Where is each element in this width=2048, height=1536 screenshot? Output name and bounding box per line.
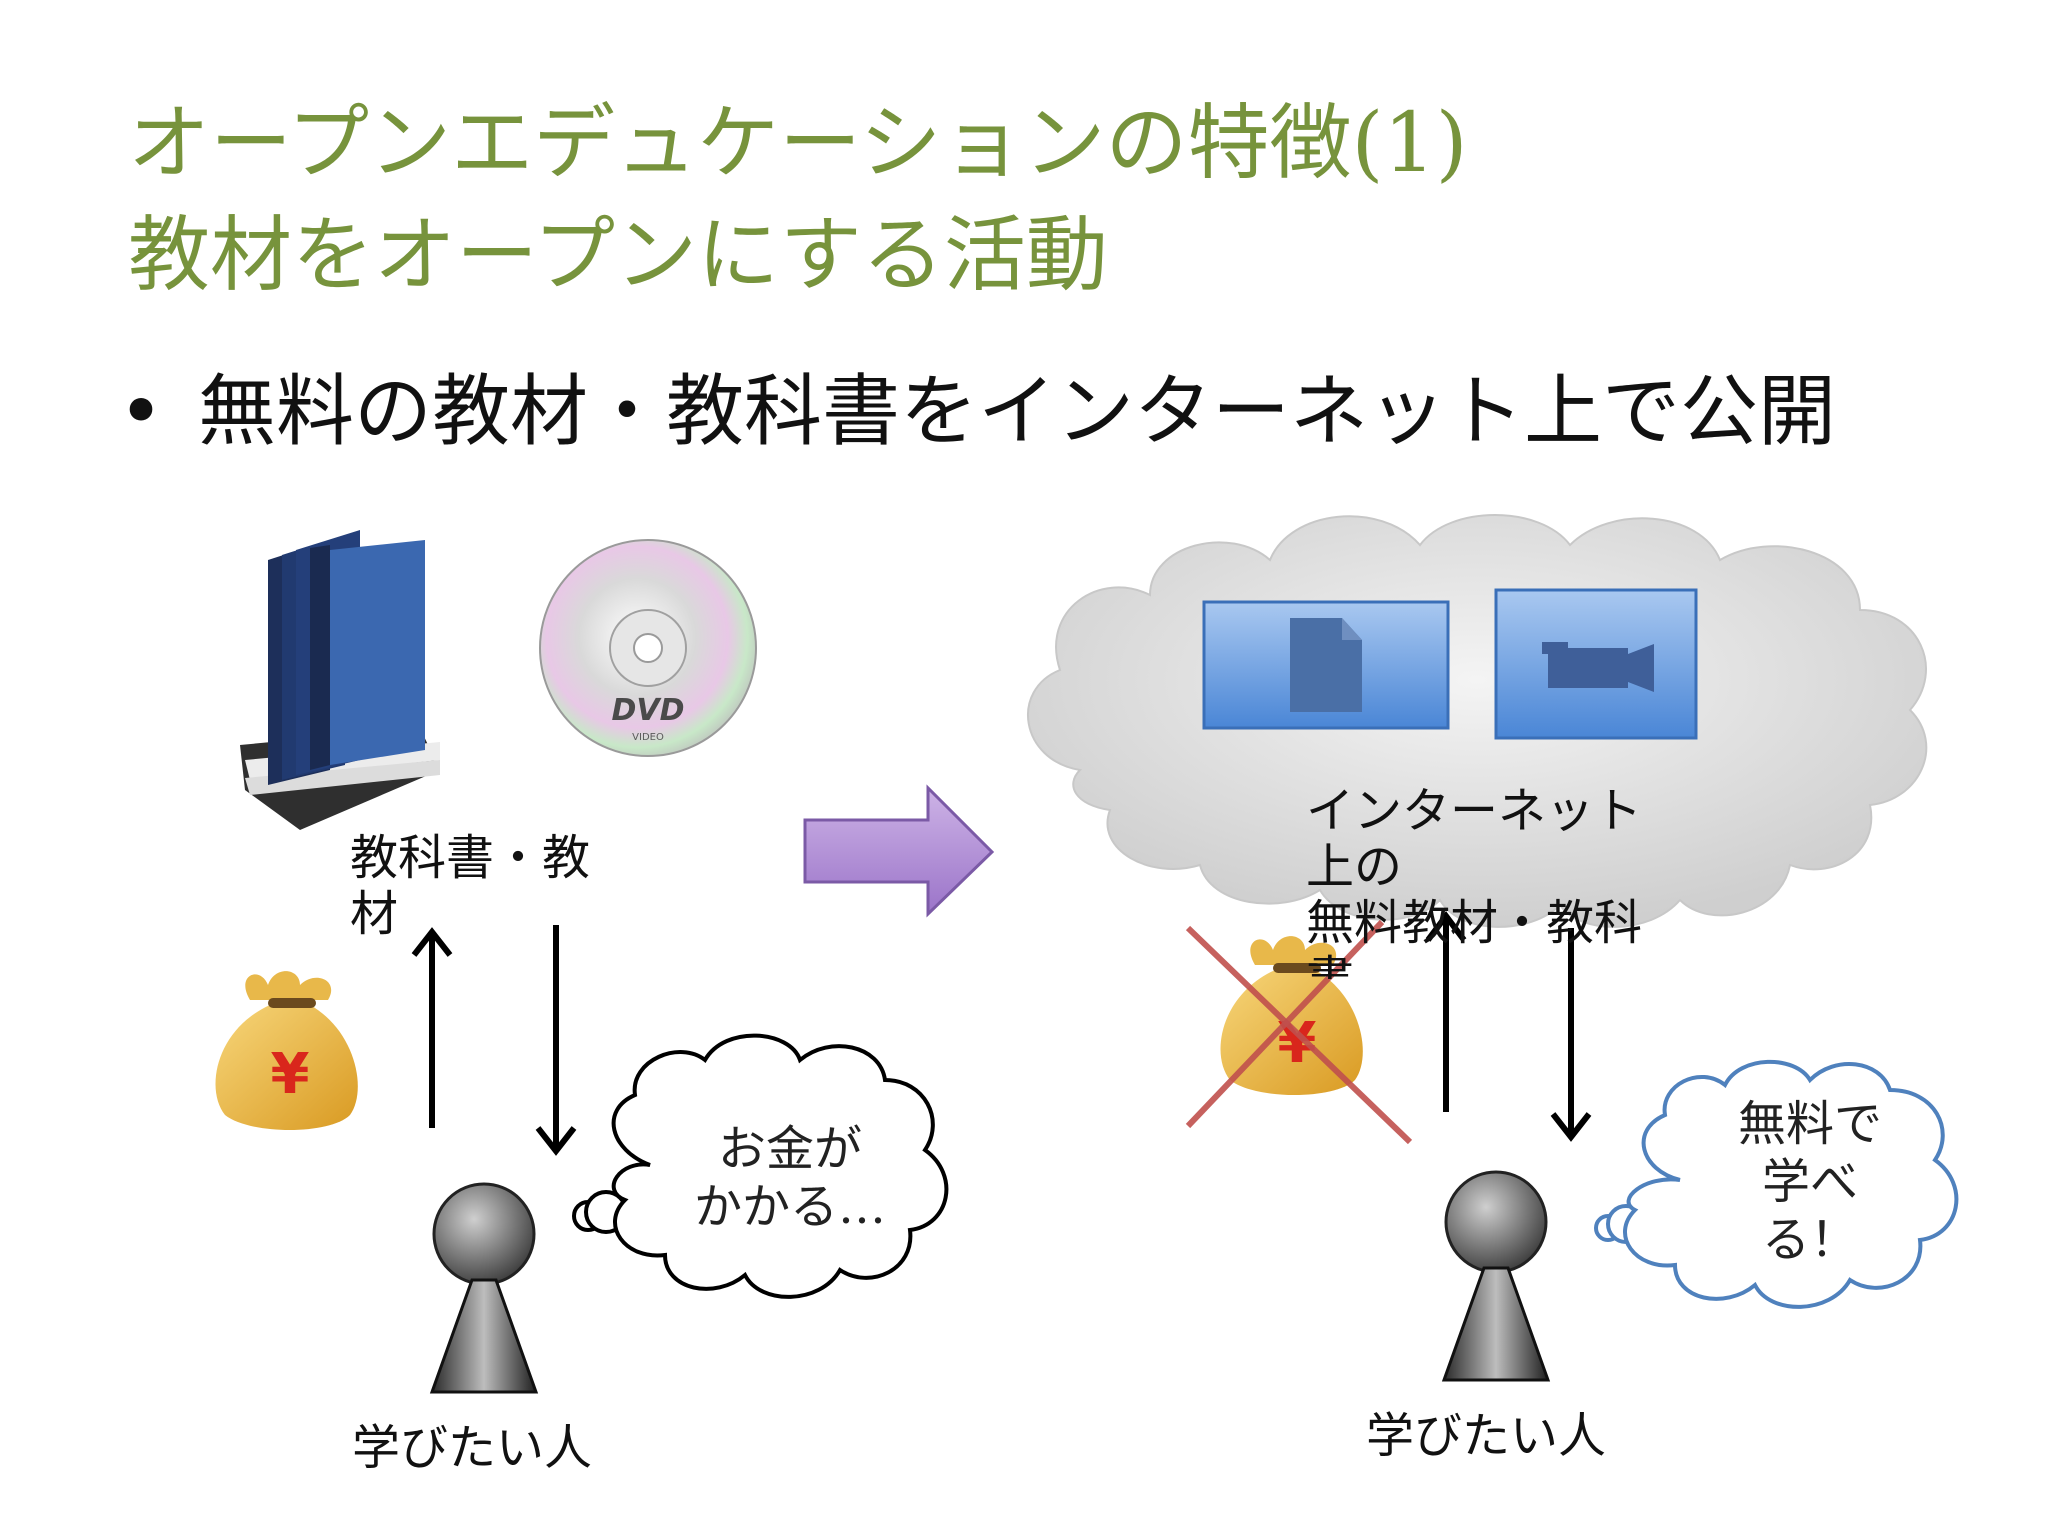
left-thought-line-2: かかる… [693,1179,886,1235]
bullet-item: • 無料の教材・教科書をインターネット上で公開 [118,362,1836,462]
dvd-logo-text: DVD [611,693,684,728]
cloud-label-line-4: 書 [1306,951,1355,979]
person-icon [429,1182,539,1394]
person-icon [1441,1170,1551,1382]
slide-title-line-1: オープンエデュケーションの特徴(1) [128,96,1468,191]
slide-title-line-2: 教材をオープンにする活動 [128,208,1108,303]
left-thought-line-1: お金が [717,1121,862,1177]
left-thought-text: お金が かかる… [690,1120,890,1236]
right-thought-line-2: 学べ [1761,1154,1858,1210]
money-bag-icon: ¥ [215,971,358,1130]
right-thought-line-3: る！ [1761,1212,1858,1268]
cross-line-1 [1185,925,1413,1145]
cross-line-2 [1185,919,1385,1129]
left-person-label: 学びたい人 [352,1420,593,1476]
document-icon [1290,618,1362,712]
dvd-icon: DVD VIDEO [539,539,757,757]
yen-symbol: ¥ [271,1042,310,1107]
bullet-text: 無料の教材・教科書をインターネット上で公開 [198,367,1837,457]
crossed-money-bag: ¥ [1185,919,1413,1145]
video-tile [1494,588,1698,740]
transition-arrow [803,784,995,918]
cloud-label-line-2: 上の [1306,839,1403,895]
cloud-label-line-1: インターネット [1306,783,1643,839]
video-camera-icon [1542,642,1654,692]
right-thought-text: 無料で 学べ る！ [1720,1095,1900,1269]
bullet-marker: • [118,367,165,457]
dvd-logo-subtext: VIDEO [632,732,664,743]
thought-bubble-icon [572,1033,949,1299]
book-stack-icon [240,530,440,830]
right-thought-line-1: 無料で [1737,1096,1882,1152]
right-arrows [1425,911,1592,1142]
materials-label: 教科書・教 材 [350,830,590,942]
thought-bubble-icon [1594,1059,1959,1309]
left-arrows [411,925,577,1156]
materials-label-line-1: 教科書・教 [350,830,591,886]
slide-title: オープンエデュケーションの特徴(1) 教材をオープンにする活動 [128,88,1928,312]
materials-label-line-2: 材 [350,886,399,942]
cloud-label-line-3: 無料教材・教科 [1306,895,1643,951]
document-tile [1202,600,1450,730]
right-person-label: 学びたい人 [1366,1408,1607,1464]
cloud-label: インターネット 上の 無料教材・教科 書 [1306,783,1642,979]
